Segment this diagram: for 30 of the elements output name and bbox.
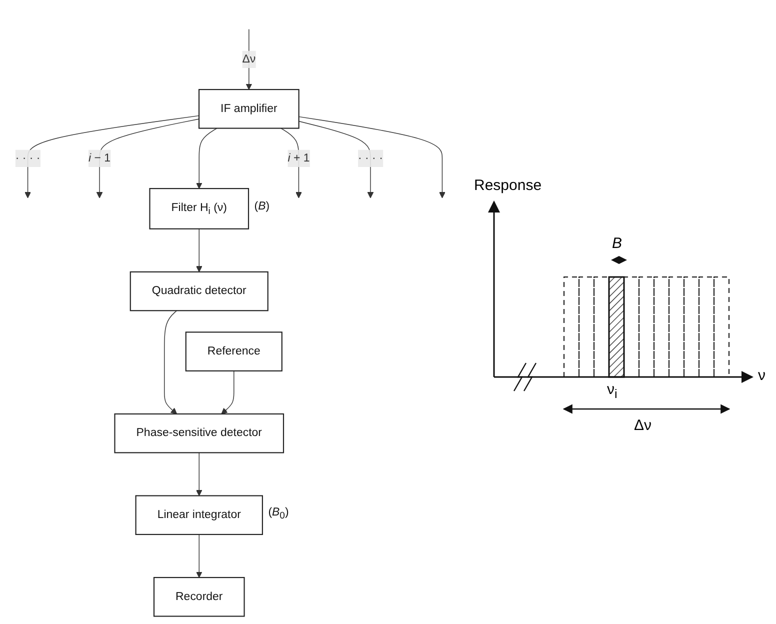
bandwidth-label: (B): [254, 200, 270, 213]
bandwidth-label: (B$_{0}$): [268, 506, 289, 521]
arrow: [246, 28, 252, 90]
process-box: Reference: [185, 332, 282, 372]
plot-label: Δν: [634, 417, 652, 434]
axis-title: Response: [474, 177, 542, 194]
process-box: Filter H$_{i}$ (ν): [149, 188, 250, 230]
arrow: [196, 452, 202, 496]
arrow: [24, 115, 200, 198]
arrow: [164, 310, 178, 414]
plot-label: B: [612, 235, 622, 252]
plot-label: ν$_{i}$: [607, 381, 618, 401]
arrow: [196, 128, 218, 189]
process-box: Phase-sensitive detector: [114, 413, 284, 454]
edge-label: · · · ·: [15, 150, 40, 168]
arrow: [196, 534, 202, 578]
process-box: Linear integrator: [135, 495, 263, 535]
process-box: Recorder: [153, 576, 245, 617]
process-box: Quadratic detector: [130, 271, 268, 312]
arrow: [298, 116, 446, 198]
arrow: [280, 128, 302, 198]
edge-label: i + 1: [288, 150, 310, 168]
edge-label: · · · ·: [358, 150, 383, 168]
edge-label: i − 1: [88, 150, 111, 168]
plot-label: ν: [758, 367, 766, 384]
arrow: [196, 228, 202, 272]
process-box: IF amplifier: [198, 89, 300, 129]
edge-label: Δν: [242, 50, 256, 68]
arrow: [221, 370, 234, 414]
arrow: [96, 118, 200, 198]
